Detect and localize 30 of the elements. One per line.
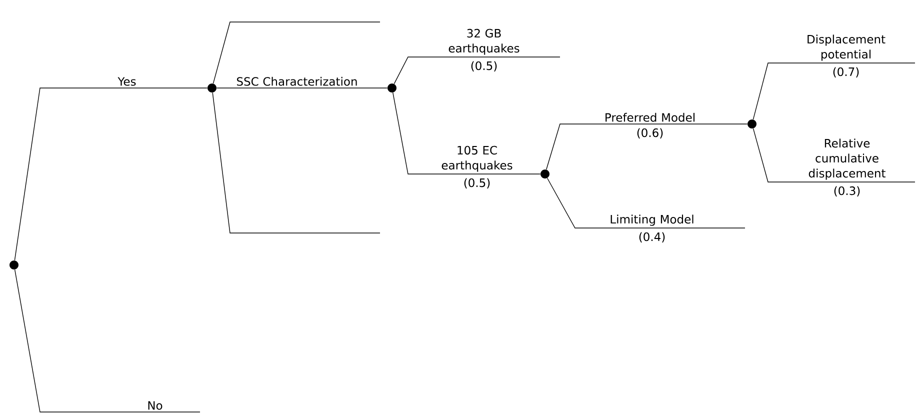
chance-node: [208, 84, 216, 92]
branch-line: [212, 92, 380, 234]
branch-line: [752, 62, 916, 120]
chance-node: [748, 120, 756, 128]
probability-label: (0.4): [639, 232, 665, 242]
chance-node: [10, 260, 18, 270]
branch-line: [752, 128, 916, 182]
branch-label: Displacement potential: [808, 34, 886, 61]
branch-line: [392, 92, 541, 174]
branch-label: Limiting Model: [610, 214, 694, 226]
branch-label: Preferred Model: [606, 112, 694, 122]
probability-label: (0.5): [471, 61, 497, 72]
branch-line: [14, 88, 208, 261]
branch-label: 32 GB earthquakes: [448, 28, 520, 55]
chance-node: [388, 84, 396, 92]
branch-label: Relative cumulative displacement: [808, 138, 886, 180]
branch-line: [14, 269, 200, 412]
branch-line: [394, 56, 560, 84]
branch-label: SSC Characterization: [236, 76, 357, 86]
branch-label: 105 EC earthquakes: [442, 146, 512, 172]
chance-node: [540, 170, 550, 178]
branch-line: [546, 124, 748, 170]
probability-label: (0.7): [833, 67, 859, 78]
probability-label: (0.5): [464, 178, 490, 188]
branch-line: [212, 22, 380, 84]
branch-label: Yes: [118, 77, 136, 86]
probability-label: (0.3): [834, 186, 860, 196]
branch-line: [546, 178, 746, 228]
probability-label: (0.6): [637, 128, 663, 138]
branch-label: No: [148, 401, 162, 410]
